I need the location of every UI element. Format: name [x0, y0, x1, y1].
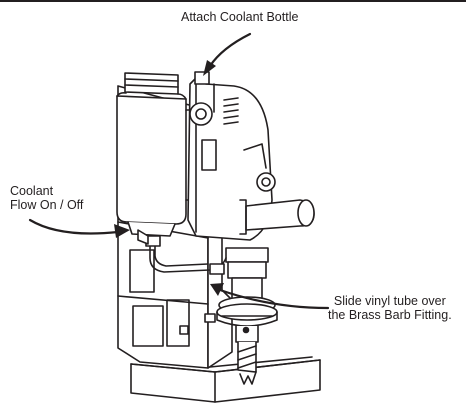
slide-tube-label-line1: Slide vinyl tube over [333, 294, 446, 308]
coolant-flow-label-line1: Coolant [10, 184, 54, 198]
spindle-assembly [216, 247, 278, 385]
arrowhead-attach [203, 60, 216, 76]
arrow-coolant-flow [28, 218, 120, 235]
coolant-bottle [116, 72, 197, 237]
top-rule [0, 0, 466, 2]
motor-housing [187, 71, 276, 241]
attach-bottle-label: Attach Coolant Bottle [181, 10, 299, 24]
arrowhead-coolant [114, 224, 130, 238]
arrow-attach-bottle [208, 32, 252, 68]
slide-tube-label: Slide vinyl tube over the Brass Barb Fit… [328, 294, 452, 322]
coolant-hose [137, 229, 227, 275]
coolant-flow-label: Coolant Flow On / Off [10, 184, 83, 212]
arrow-slide-tube [218, 288, 330, 310]
arrowhead-slide [210, 283, 224, 296]
bolts [179, 313, 216, 335]
feed-handle [239, 199, 315, 235]
coolant-flow-label-line2: Flow On / Off [10, 198, 84, 212]
slide-tube-label-line2: the Brass Barb Fitting. [328, 308, 452, 322]
